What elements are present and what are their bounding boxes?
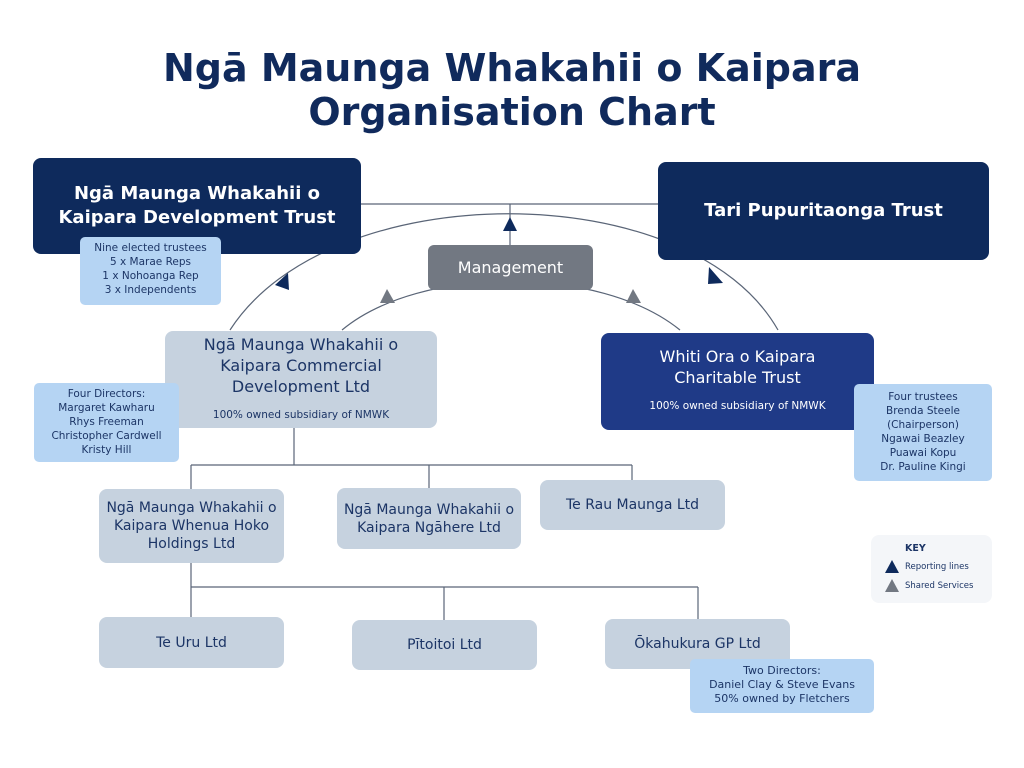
key-shared-label: Shared Services [905,580,974,591]
directors-note: Four Directors: Margaret Kawharu Rhys Fr… [34,383,179,462]
whiti-ora-caption: 100% owned subsidiary of NMWK [649,400,826,412]
commercial-box: Ngā Maunga Whakahii o Kaipara Commercial… [165,331,437,428]
okahukura-note-line: 50% owned by Fletchers [714,692,850,705]
page-title-line-2: Organisation Chart [308,90,716,134]
management-label: Management [457,258,564,277]
ngahere-line-2: Kaipara Ngāhere Ltd [357,519,501,536]
reporting-arrow-left [275,273,289,290]
whiti-trustees-note: Four trustees Brenda Steele (Chairperson… [854,384,992,481]
development-trust-line-1: Ngā Maunga Whakahii o [73,183,321,204]
trustees-note-line: 5 x Marae Reps [109,256,192,268]
te-rau-label: Te Rau Maunga Ltd [565,497,700,513]
tari-trust-box: Tari Pupuritaonga Trust [658,162,989,260]
key-shared-row: Shared Services [885,579,992,592]
te-uru-label: Te Uru Ltd [156,634,227,651]
trustees-note-line: 3 x Independents [104,284,197,296]
shared-triangle-icon [885,579,899,592]
whiti-ora-line-2: Charitable Trust [674,368,801,387]
commercial-line-1: Ngā Maunga Whakahii o [203,334,399,354]
whenua-hoko-line-3: Holdings Ltd [147,536,236,552]
commercial-caption: 100% owned subsidiary of NMWK [212,408,390,421]
ngahere-box: Ngā Maunga Whakahii o Kaipara Ngāhere Lt… [337,488,521,549]
okahukura-directors-note: Two Directors: Daniel Clay & Steve Evans… [690,659,874,713]
shared-arrow-left [380,289,395,303]
okahukura-note-line: Daniel Clay & Steve Evans [709,678,855,691]
ngahere-line-1: Ngā Maunga Whakahii o [343,501,515,518]
whenua-hoko-box: Ngā Maunga Whakahii o Kaipara Whenua Hok… [99,489,284,563]
shared-arrow-right [626,289,641,303]
reporting-arrow-right [708,267,723,284]
okahukura-note-line: Two Directors: [743,664,821,677]
whiti-ora-line-1: Whiti Ora o Kaipara [659,347,816,366]
whiti-trustees-note-line: (Chairperson) [887,419,959,431]
trustees-note: Nine elected trustees 5 x Marae Reps 1 x… [80,237,221,305]
management-box: Management [428,245,593,290]
tari-trust-label: Tari Pupuritaonga Trust [704,200,943,221]
whenua-hoko-line-2: Kaipara Whenua Hoko [113,518,270,534]
te-uru-box: Te Uru Ltd [99,617,284,668]
key-reporting-row: Reporting lines [885,560,992,573]
whiti-trustees-note-line: Ngawai Beazley [881,433,965,445]
commercial-line-2: Kaipara Commercial [220,355,382,375]
okahukura-label: Ōkahukura GP Ltd [634,636,761,652]
trustees-note-line: 1 x Nohoanga Rep [102,270,199,282]
directors-note-line: Christopher Cardwell [51,430,162,442]
pitoitoi-label: Pītoitoi Ltd [407,637,482,653]
key-legend: KEY Reporting lines Shared Services [871,535,992,603]
key-title: KEY [905,543,926,554]
commercial-line-3: Development Ltd [231,376,371,396]
directors-note-line: Four Directors: [67,388,146,400]
whiti-trustees-note-line: Four trustees [888,391,958,403]
te-rau-box: Te Rau Maunga Ltd [540,480,725,530]
whiti-trustees-note-line: Dr. Pauline Kingi [880,461,966,473]
directors-note-line: Kristy Hill [81,444,132,456]
development-trust-line-2: Kaipara Development Trust [58,207,336,228]
reporting-arrow-management [503,217,517,231]
whiti-trustees-note-line: Puawai Kopu [889,447,957,459]
pitoitoi-box: Pītoitoi Ltd [352,620,537,670]
key-reporting-label: Reporting lines [905,561,969,572]
reporting-triangle-icon [885,560,899,573]
page-title: Ngā Maunga Whakahii o Kaipara Organisati… [0,46,1024,134]
directors-note-line: Margaret Kawharu [58,402,155,414]
whiti-ora-box: Whiti Ora o Kaipara Charitable Trust 100… [601,333,874,430]
reporting-arc [229,213,779,331]
whenua-hoko-line-1: Ngā Maunga Whakahii o [106,500,277,516]
page-title-line-1: Ngā Maunga Whakahii o Kaipara [162,46,862,90]
directors-note-line: Rhys Freeman [69,416,144,428]
whiti-trustees-note-line: Brenda Steele [886,405,960,417]
trustees-note-line: Nine elected trustees [94,242,207,254]
